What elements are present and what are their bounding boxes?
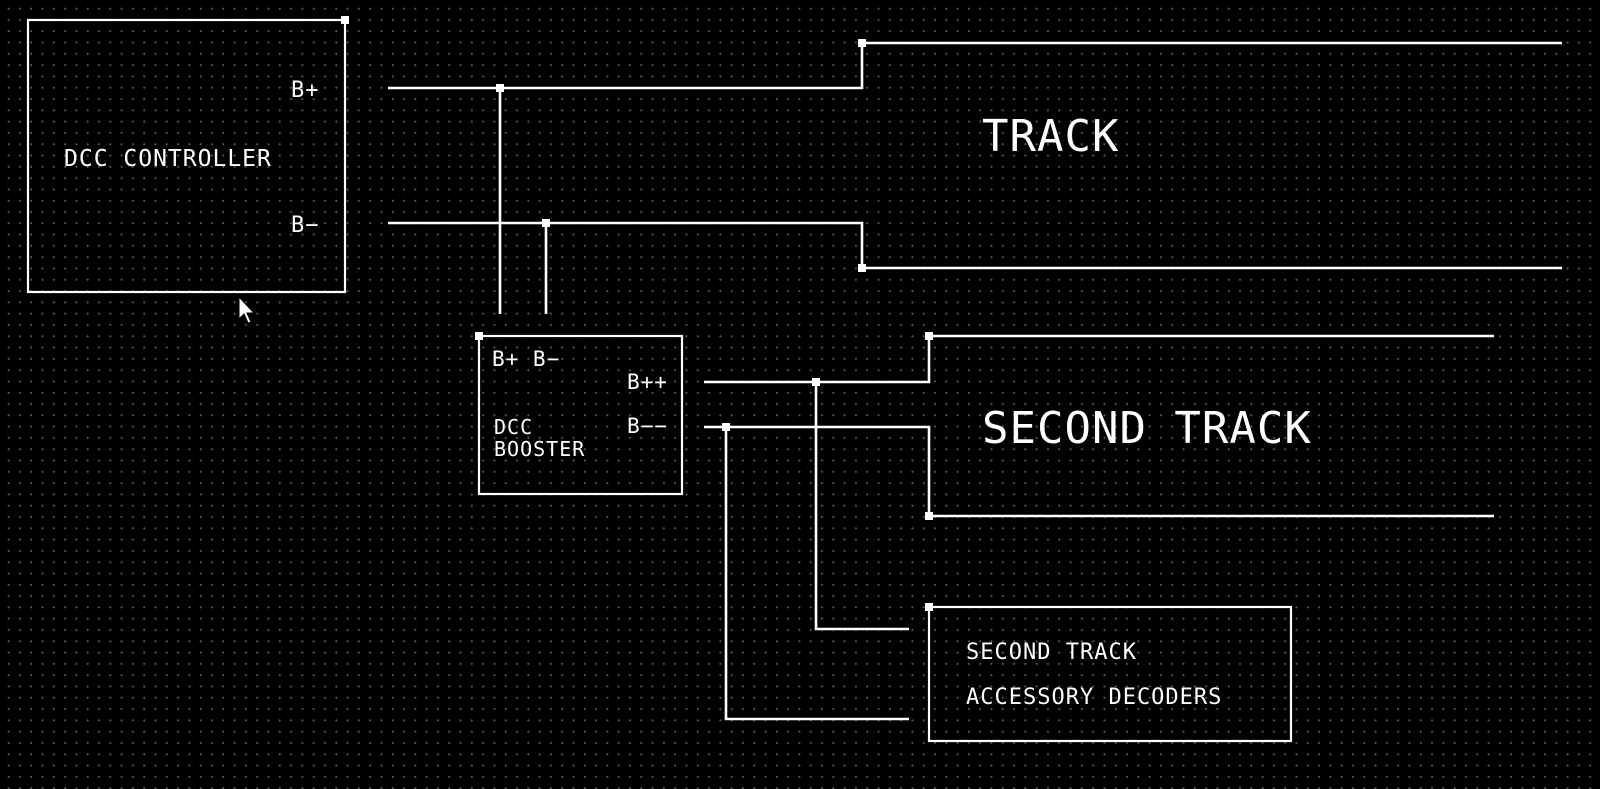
booster-label-line2: BOOSTER xyxy=(494,437,585,461)
track-label: TRACK xyxy=(982,111,1119,162)
decoders-outline xyxy=(927,605,1293,743)
arrow-cursor-icon xyxy=(238,295,256,324)
booster-input-pins: B+ B− xyxy=(492,347,560,371)
wire-bplusplus-to-second-track[interactable] xyxy=(704,334,1494,384)
junction-track-bottom xyxy=(858,264,866,272)
accessory-decoders-block[interactable]: SECOND TRACK ACCESSORY DECODERS xyxy=(925,603,1293,743)
booster-corner-handle[interactable] xyxy=(475,332,483,340)
junction-second-track-top xyxy=(925,332,933,340)
second-track-label: SECOND TRACK xyxy=(982,403,1312,454)
booster-outline xyxy=(477,334,684,496)
bus-bminus[interactable] xyxy=(388,219,1562,314)
wire-bminusminus-to-second-track[interactable] xyxy=(704,425,1494,518)
controller-pin-bplus: B+ xyxy=(291,78,320,103)
junction-bminusminus xyxy=(722,423,730,431)
wire-bplus-to-track[interactable] xyxy=(388,41,1562,90)
junction-bplus xyxy=(496,84,504,92)
dcc-booster-block[interactable]: B+ B− B++ DCC B−− BOOSTER xyxy=(475,332,684,496)
bus-bminusminus[interactable] xyxy=(704,423,1494,721)
decoders-label-line2: ACCESSORY DECODERS xyxy=(966,685,1222,710)
decoders-label-line1: SECOND TRACK xyxy=(966,640,1137,665)
booster-pin-bminusminus: B−− xyxy=(627,414,668,438)
junction-second-track-bottom xyxy=(925,512,933,520)
decoders-corner-handle[interactable] xyxy=(925,603,933,611)
controller-label: DCC CONTROLLER xyxy=(64,146,272,172)
wire-bplusplus-to-decoders[interactable] xyxy=(814,382,909,631)
junction-bminus xyxy=(542,219,550,227)
junction-bplusplus xyxy=(812,378,820,386)
junction-track-top xyxy=(858,39,866,47)
bus-bplus[interactable] xyxy=(388,39,1562,314)
wire-bminus-to-track[interactable] xyxy=(388,221,1562,270)
dcc-controller-block[interactable]: B+ DCC CONTROLLER B− xyxy=(26,16,349,294)
controller-corner-handle[interactable] xyxy=(341,16,349,24)
booster-label-line1: DCC xyxy=(494,415,533,439)
wire-bminusminus-to-decoders[interactable] xyxy=(724,427,909,721)
bus-bplusplus[interactable] xyxy=(704,332,1494,631)
controller-pin-bminus: B− xyxy=(291,213,320,238)
booster-pin-bplusplus: B++ xyxy=(627,370,668,394)
dcc-controller-outline xyxy=(26,18,347,294)
